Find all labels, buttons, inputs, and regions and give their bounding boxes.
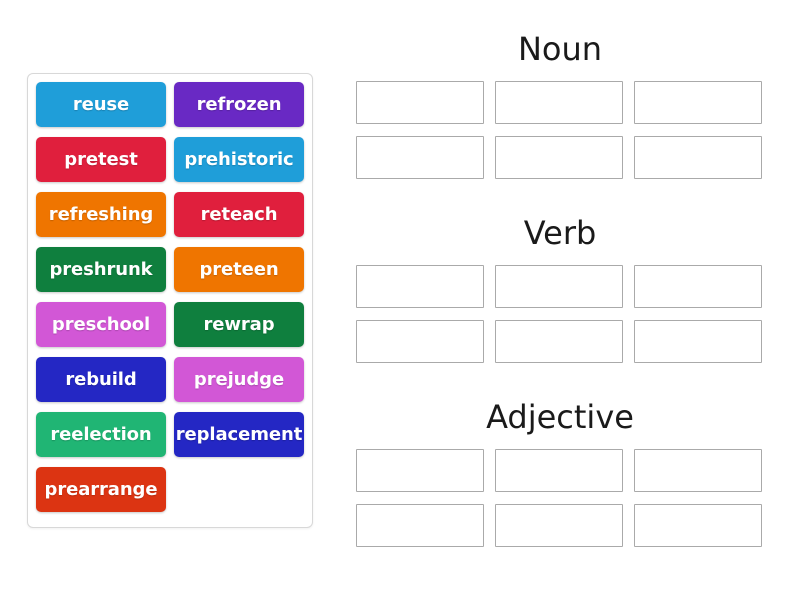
word-tile[interactable]: rewrap xyxy=(174,302,304,347)
drop-slot[interactable] xyxy=(634,265,762,309)
drop-zone: Verb xyxy=(340,214,780,364)
word-tile[interactable]: reelection xyxy=(36,412,166,457)
drop-slot[interactable] xyxy=(356,136,484,180)
drop-slot[interactable] xyxy=(634,320,762,364)
drop-zone-title: Verb xyxy=(523,214,597,252)
drop-slot[interactable] xyxy=(495,81,623,125)
drop-slot[interactable] xyxy=(495,320,623,364)
word-tile[interactable]: prearrange xyxy=(36,467,166,512)
word-tile[interactable]: prehistoric xyxy=(174,137,304,182)
word-tile[interactable]: preshrunk xyxy=(36,247,166,292)
drop-zone-title: Noun xyxy=(517,30,603,68)
word-tile[interactable]: rebuild xyxy=(36,357,166,402)
drop-zone: Noun xyxy=(340,30,780,180)
drop-slot-grid xyxy=(356,81,780,180)
drop-zone: Adjective xyxy=(340,398,780,548)
drop-slot[interactable] xyxy=(634,136,762,180)
drop-slot[interactable] xyxy=(495,136,623,180)
drop-slot[interactable] xyxy=(356,504,484,548)
drop-slot[interactable] xyxy=(495,504,623,548)
word-tile[interactable]: pretest xyxy=(36,137,166,182)
drop-slot[interactable] xyxy=(356,449,484,493)
drop-slot-grid xyxy=(356,449,780,548)
word-tile[interactable]: replacement xyxy=(174,412,304,457)
word-tile[interactable]: reuse xyxy=(36,82,166,127)
drop-slot[interactable] xyxy=(495,449,623,493)
drop-zone-title: Adjective xyxy=(486,398,634,436)
word-tile[interactable]: refreshing xyxy=(36,192,166,237)
word-tile[interactable]: refrozen xyxy=(174,82,304,127)
drop-slot[interactable] xyxy=(634,81,762,125)
word-tile[interactable]: reteach xyxy=(174,192,304,237)
drop-slot[interactable] xyxy=(634,449,762,493)
drop-slot[interactable] xyxy=(356,81,484,125)
word-tile[interactable]: preschool xyxy=(36,302,166,347)
drop-slot[interactable] xyxy=(634,504,762,548)
drop-slot-grid xyxy=(356,265,780,364)
word-tile[interactable]: preteen xyxy=(174,247,304,292)
word-tile[interactable]: prejudge xyxy=(174,357,304,402)
drop-slot[interactable] xyxy=(356,320,484,364)
drop-slot[interactable] xyxy=(356,265,484,309)
drop-slot[interactable] xyxy=(495,265,623,309)
